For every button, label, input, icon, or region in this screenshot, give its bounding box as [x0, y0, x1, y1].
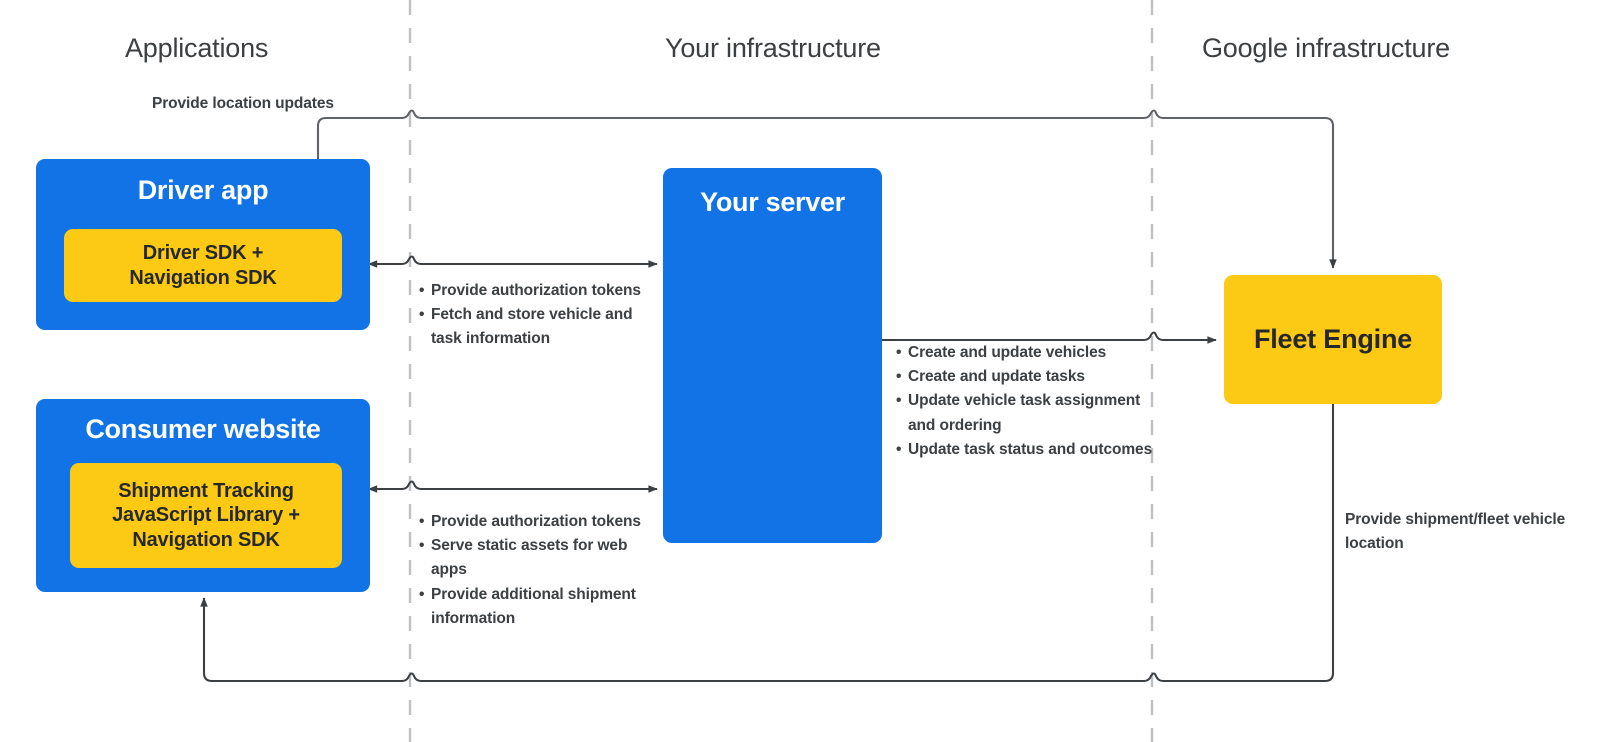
node-driver-sdk-line2: Navigation SDK [129, 266, 277, 289]
annotation-consumer-website-to-server-list: Provide authorization tokens Serve stati… [419, 510, 654, 631]
list-item: Update task status and outcomes [896, 438, 1156, 462]
label-provide-location-updates: Provide location updates [152, 95, 334, 112]
node-fleet-engine[interactable]: Fleet Engine [1224, 275, 1442, 404]
list-item: Create and update tasks [896, 365, 1156, 389]
label-provide-shipment-fleet-vehicle-location: Provide shipment/fleet vehicle location [1345, 511, 1566, 553]
column-header-google-infrastructure: Google infrastructure [1202, 33, 1450, 63]
wire-server-to-fleet-engine [882, 331, 1217, 344]
node-shipment-tracking-library-line2: JavaScript Library + [112, 504, 300, 527]
column-header-applications: Applications [125, 33, 269, 63]
list-item: Fetch and store vehicle and task informa… [419, 303, 654, 351]
wire-driver-app-to-server [367, 255, 658, 268]
node-shipment-tracking-library-line1: Shipment Tracking [118, 479, 294, 502]
column-header-your-infrastructure: Your infrastructure [665, 33, 881, 63]
node-consumer-website-title: Consumer website [85, 414, 321, 444]
list-item: Provide authorization tokens [419, 279, 654, 303]
node-your-server[interactable]: Your server [663, 168, 882, 543]
node-driver-app-title: Driver app [137, 175, 269, 205]
annotation-server-to-fleet-engine-list: Create and update vehicles Create and up… [896, 341, 1156, 462]
node-fleet-engine-title: Fleet Engine [1253, 324, 1413, 355]
node-driver-sdk-line1: Driver SDK + [142, 242, 264, 265]
annotation-driver-app-to-server-list: Provide authorization tokens Fetch and s… [419, 279, 654, 352]
list-item: Provide additional shipment information [419, 583, 654, 631]
annotation-driver-app-to-server: Provide authorization tokens Fetch and s… [419, 279, 654, 352]
node-your-server-title: Your server [700, 187, 845, 217]
node-driver-sdk[interactable]: Driver SDK + Navigation SDK [64, 229, 342, 302]
node-shipment-tracking-library[interactable]: Shipment Tracking JavaScript Library + N… [70, 463, 342, 568]
list-item: Serve static assets for web apps [419, 534, 654, 582]
annotation-server-to-fleet-engine: Create and update vehicles Create and up… [896, 341, 1156, 462]
wire-consumer-website-to-server [367, 480, 658, 493]
list-item: Update vehicle task assignment and order… [896, 389, 1156, 437]
list-item: Create and update vehicles [896, 341, 1156, 365]
node-shipment-tracking-library-line3: Navigation SDK [132, 528, 280, 551]
list-item: Provide authorization tokens [419, 510, 654, 534]
annotation-consumer-website-to-server: Provide authorization tokens Serve stati… [419, 510, 654, 631]
